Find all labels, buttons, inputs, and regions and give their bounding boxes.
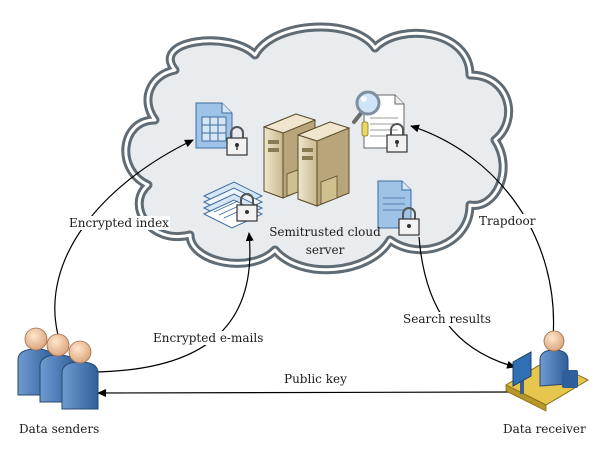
person-icon: [61, 340, 99, 410]
edge-label-encrypted-index: Encrypted index: [68, 216, 170, 230]
lock-icon: [386, 123, 408, 153]
server-icon: [262, 113, 351, 207]
search-results-arrow: [418, 236, 516, 369]
cloud-label-line1: Semitrusted cloud: [269, 225, 381, 239]
edge-label-public-key: Public key: [283, 372, 348, 386]
data-senders-icon: [17, 327, 99, 410]
cloud-label: Semitrusted cloud server: [268, 225, 382, 257]
data-receiver-icon: [504, 330, 590, 412]
edge-label-trapdoor: Trapdoor: [478, 214, 537, 228]
edge-label-encrypted-emails: Encrypted e-mails: [152, 331, 265, 345]
public-key-arrow: [97, 388, 513, 397]
cloud-label-line2: server: [305, 243, 345, 257]
trapdoor-arrow: [410, 124, 555, 339]
edge-label-search-results: Search results: [402, 312, 493, 326]
lock-icon: [236, 193, 258, 222]
node-label-data-receiver: Data receiver: [502, 422, 587, 436]
node-label-data-senders: Data senders: [18, 422, 101, 436]
magnifier-icon: [352, 90, 381, 124]
encrypted-index-icon: [195, 102, 233, 149]
lock-icon: [226, 126, 248, 156]
lock-icon: [398, 207, 420, 236]
